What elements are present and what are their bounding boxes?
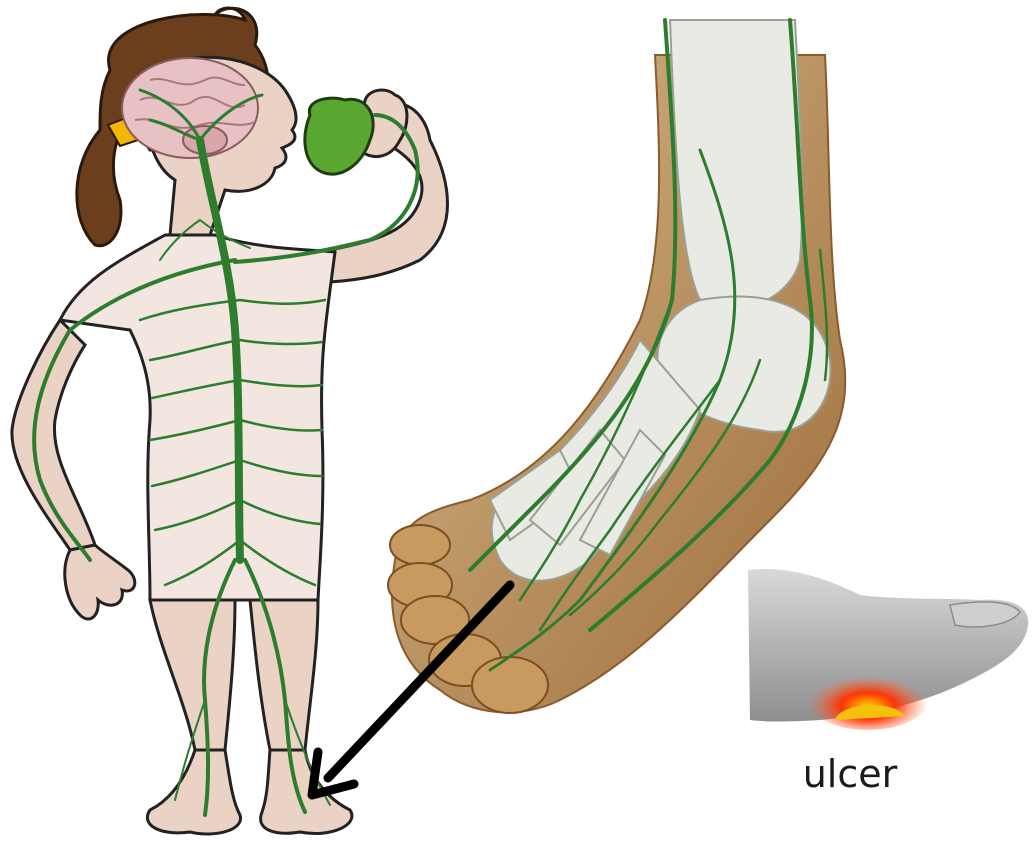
right-leg <box>250 600 318 750</box>
brain <box>122 58 258 158</box>
torso <box>60 235 335 600</box>
apple <box>305 98 373 174</box>
left-leg <box>150 600 235 750</box>
ulcer-glow <box>808 670 928 730</box>
hand-hanging <box>65 545 135 619</box>
left-foot <box>147 750 240 834</box>
ulcer-label: ulcer <box>795 755 905 793</box>
girl-figure <box>12 8 448 834</box>
hanging-arm <box>12 320 95 550</box>
foot-sole-ulcer-inset <box>748 569 1028 730</box>
